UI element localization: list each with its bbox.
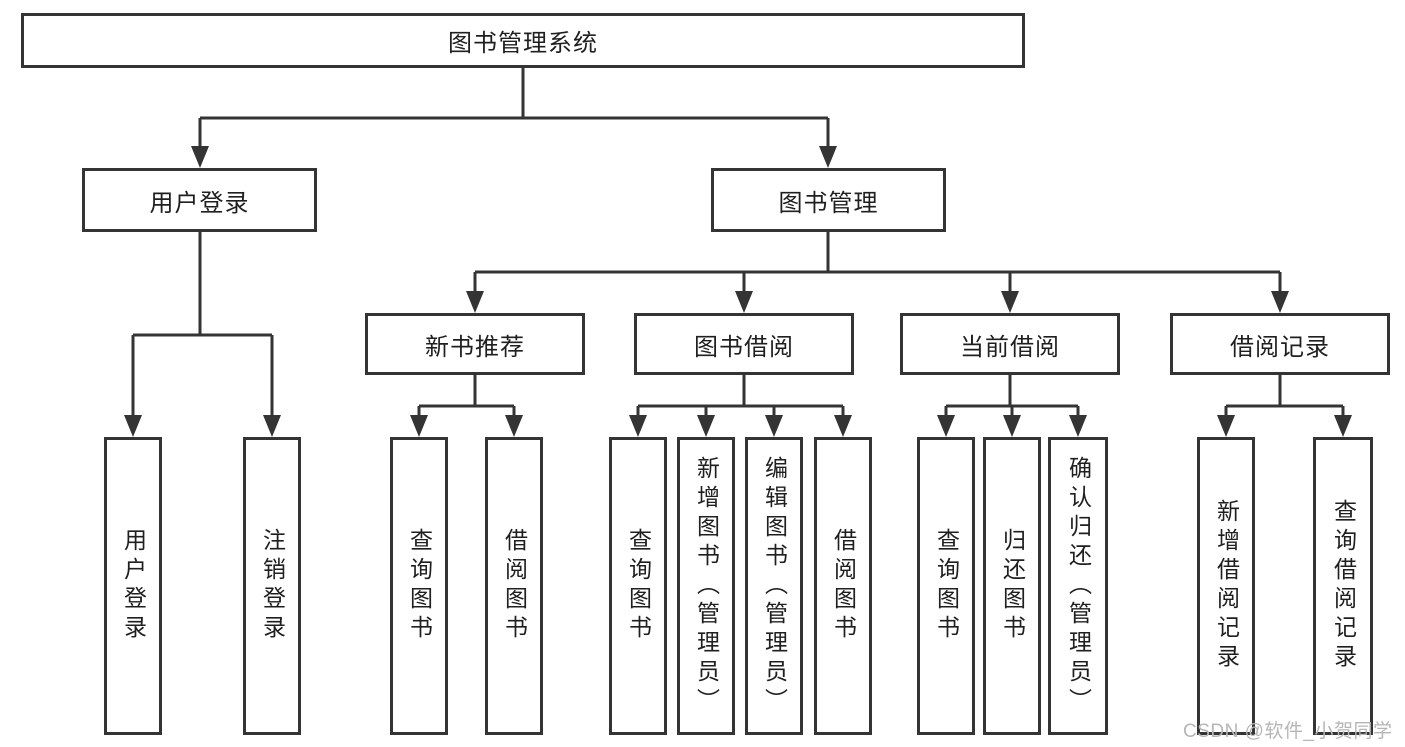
leaf-label: 查询借阅记录 (1330, 499, 1357, 673)
leaf-label: 归还图书 (999, 528, 1026, 644)
node-label: 图书借阅 (694, 333, 794, 361)
leaf-borrowing-borrow-books: 借阅图书 (814, 437, 872, 735)
leaf-current-return-books: 归还图书 (983, 437, 1041, 735)
node-label: 图书管理系统 (448, 30, 598, 57)
leaf-label: 确认归还（管理员） (1065, 455, 1092, 717)
connector-lines (131, 68, 1345, 421)
leaf-records-add-borrow-record: 新增借阅记录 (1197, 437, 1255, 735)
node-current-borrowing: 当前借阅 (900, 313, 1120, 375)
leaf-label: 新增借阅记录 (1213, 499, 1240, 673)
leaf-label: 新增图书（管理员） (693, 455, 720, 717)
node-new-book-recommend: 新书推荐 (365, 313, 585, 375)
leaf-borrowing-edit-books-admin: 编辑图书（管理员） (745, 437, 803, 735)
leaf-current-confirm-return-admin: 确认归还（管理员） (1048, 437, 1108, 735)
leaf-label: 用户登录 (120, 528, 147, 644)
leaf-label: 借阅图书 (830, 528, 857, 644)
leaf-label: 查询图书 (406, 528, 433, 644)
leaf-user-login: 用户登录 (104, 437, 162, 735)
node-book-borrowing: 图书借阅 (634, 313, 854, 375)
leaf-records-query-borrow-record: 查询借阅记录 (1313, 437, 1373, 735)
leaf-borrowing-add-books-admin: 新增图书（管理员） (677, 437, 735, 735)
leaf-label: 编辑图书（管理员） (761, 455, 788, 717)
arrowheads (124, 146, 1352, 437)
leaf-newrec-borrow-books: 借阅图书 (485, 437, 543, 735)
csdn-watermark: CSDN @软件_小贺同学 (1183, 721, 1393, 742)
leaf-label: 注销登录 (259, 528, 286, 644)
node-label: 用户登录 (149, 189, 250, 217)
node-library-management-system: 图书管理系统 (21, 13, 1025, 68)
leaf-current-query-books: 查询图书 (917, 437, 975, 735)
leaf-logout: 注销登录 (243, 437, 301, 735)
leaf-borrowing-query-books: 查询图书 (609, 437, 667, 735)
node-label: 当前借阅 (960, 333, 1060, 361)
leaf-label: 查询图书 (625, 528, 652, 644)
node-user-login: 用户登录 (82, 168, 317, 232)
node-label: 借阅记录 (1230, 333, 1330, 361)
leaf-label: 借阅图书 (501, 528, 528, 644)
leaf-label: 查询图书 (933, 528, 960, 644)
node-book-management: 图书管理 (711, 168, 946, 232)
leaf-newrec-query-books: 查询图书 (390, 437, 448, 735)
node-label: 新书推荐 (425, 333, 525, 361)
node-borrowing-records: 借阅记录 (1170, 313, 1390, 375)
node-label: 图书管理 (778, 189, 879, 217)
